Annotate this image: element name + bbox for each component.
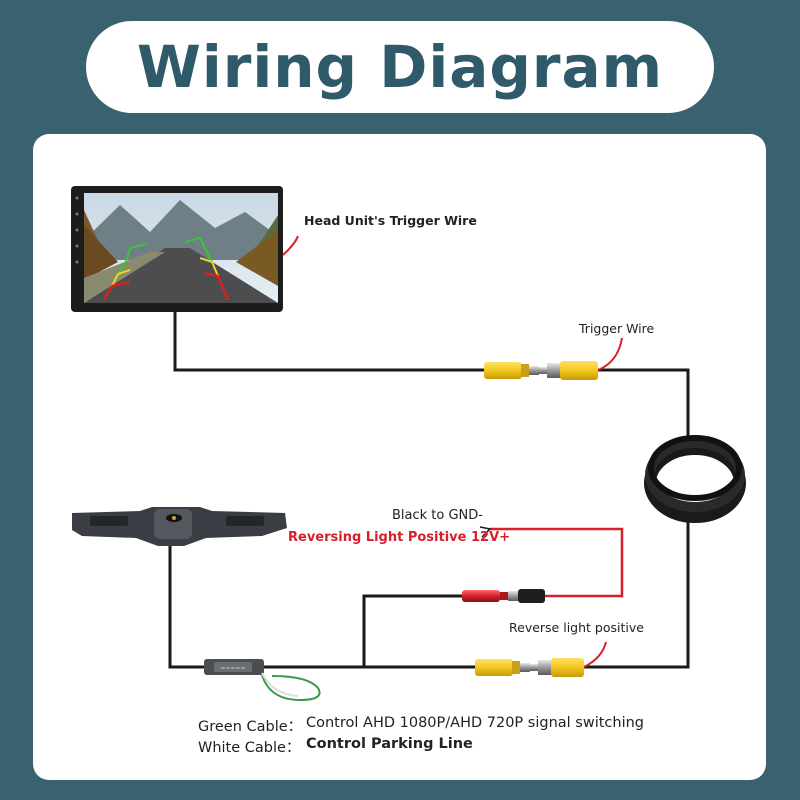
reverse-light-positive-label: Reverse light positive xyxy=(509,620,644,635)
trigger-wire-label: Trigger Wire xyxy=(579,321,655,336)
legend-green-value: Control AHD 1080P/AHD 720P signal switch… xyxy=(306,715,644,731)
bottom-rca-connector xyxy=(475,658,584,677)
white-cable-loop xyxy=(261,672,299,697)
svg-text:=====: ===== xyxy=(220,665,245,672)
green-cable-loop xyxy=(261,674,321,702)
legend-white-value: Control Parking Line xyxy=(306,736,473,752)
legend-white-key: White Cable： xyxy=(198,740,301,756)
black-gnd-lead xyxy=(479,526,492,538)
signal-splitter: ===== xyxy=(204,659,264,675)
head-trigger-wire xyxy=(282,235,299,256)
page-title: Wiring Diagram xyxy=(136,33,664,101)
legend-green-key: Green Cable： xyxy=(198,719,303,735)
black-gnd-label: Black to GND- xyxy=(392,508,483,523)
head-unit-trigger-label: Head Unit's Trigger Wire xyxy=(304,213,477,228)
video-cable xyxy=(168,312,690,669)
backup-camera xyxy=(72,507,287,546)
cable-coil xyxy=(644,435,746,523)
title-banner: Wiring Diagram xyxy=(86,21,714,113)
top-rca-connector xyxy=(484,361,598,380)
reversing-light-label: Reversing Light Positive 12V+ xyxy=(288,530,511,545)
power-red-wire xyxy=(490,527,624,598)
reverse-light-wire xyxy=(583,641,607,668)
trigger-wire xyxy=(597,337,623,371)
power-connector xyxy=(462,589,545,603)
head-unit xyxy=(71,186,283,312)
